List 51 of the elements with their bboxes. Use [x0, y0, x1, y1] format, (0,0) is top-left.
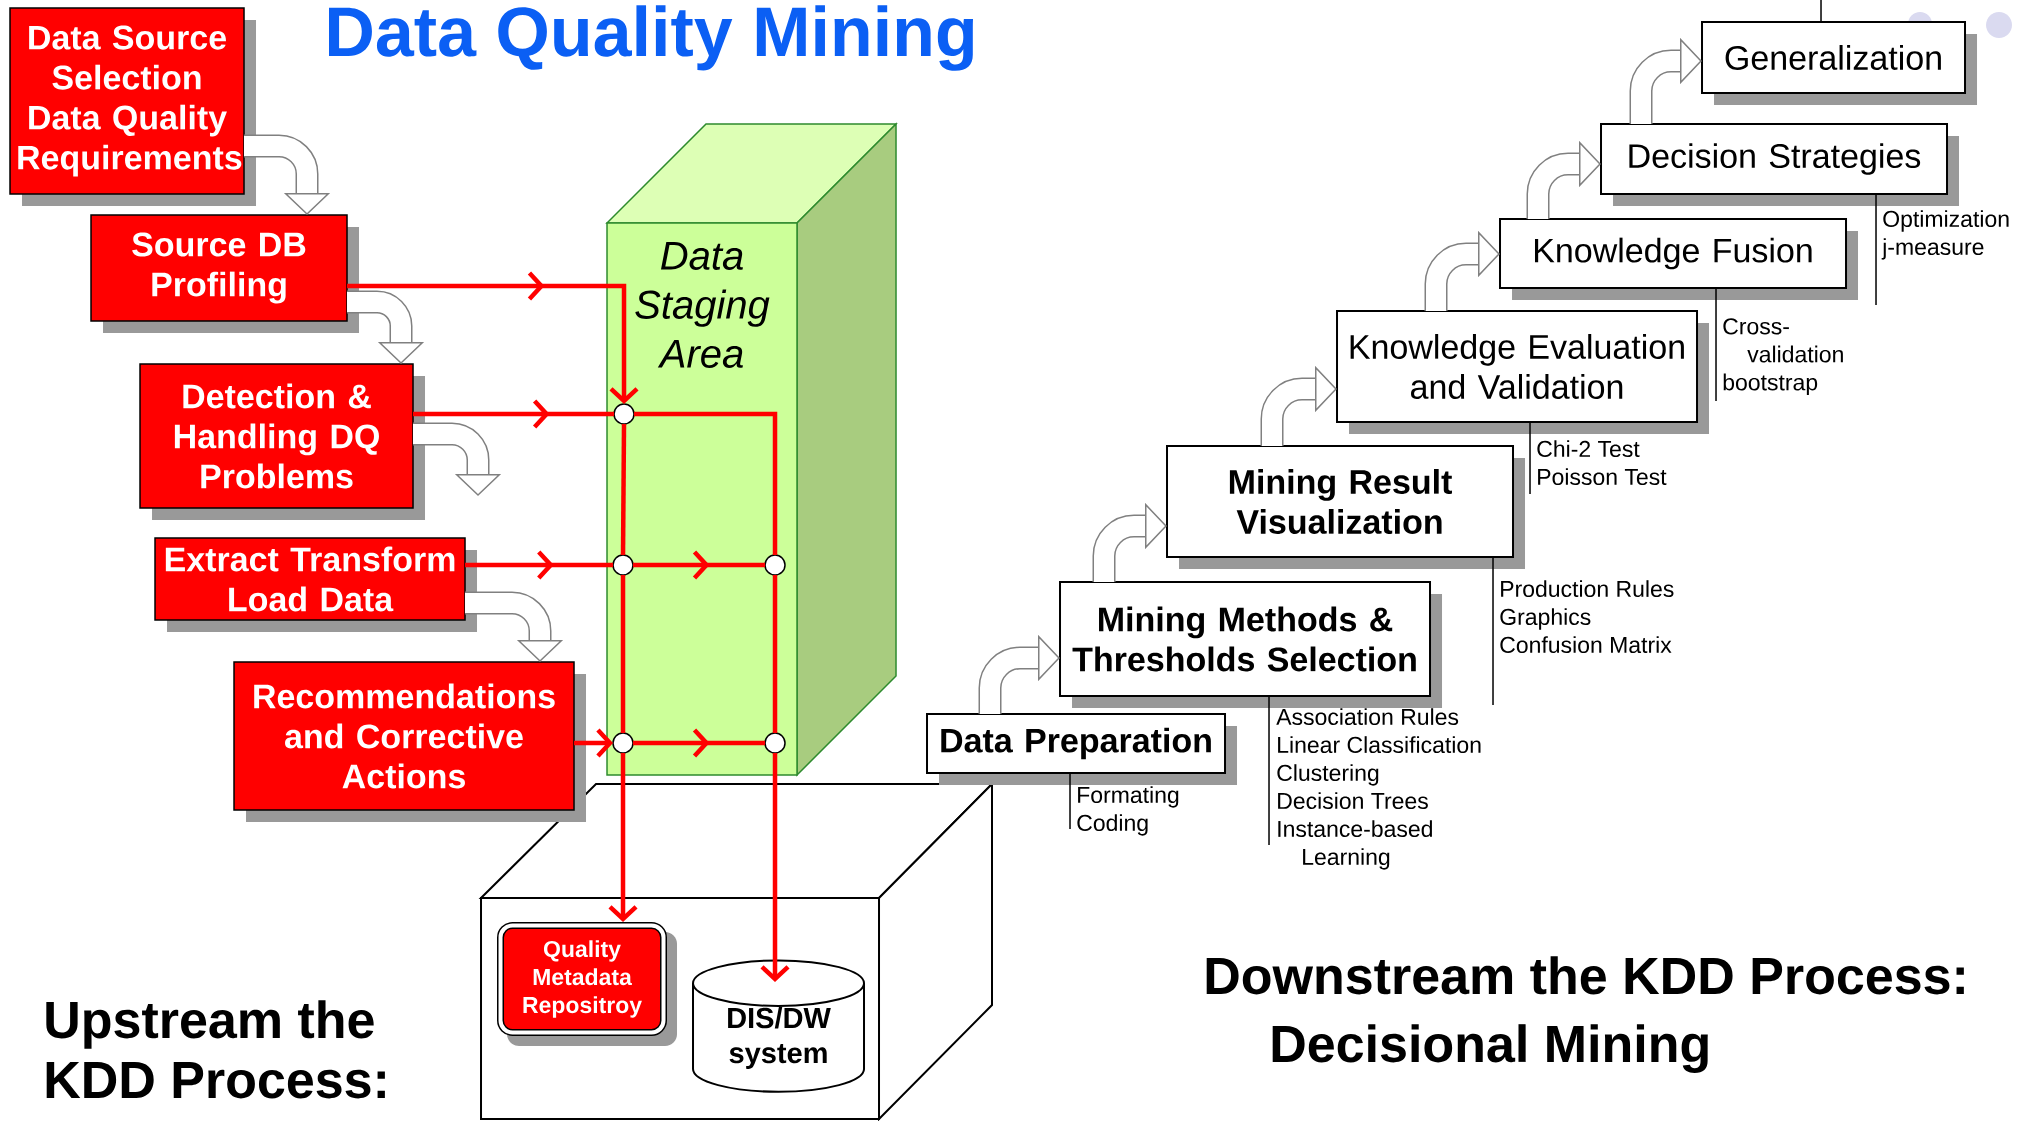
- process-box: Data Source Selection Data Quality Requirements: [9, 7, 256, 206]
- flow-arrow: [347, 271, 639, 404]
- heading-text: Downstream the KDD Process: Decisional Mining: [1206, 956, 1964, 1073]
- flow-arrow: [608, 753, 638, 922]
- curved-arrow: [244, 134, 331, 215]
- step-box: Knowledge Fusion: [1499, 218, 1858, 300]
- curved-arrow: [413, 422, 502, 496]
- flow-line: [634, 411, 778, 555]
- step-box: Data Preparation: [926, 713, 1237, 785]
- junction-circle: [612, 732, 634, 754]
- flow-line: [772, 575, 778, 733]
- junction-circle: [764, 732, 786, 754]
- note-list: Cross-validation bootstrap: [1723, 318, 1843, 395]
- note-list: Optimization j-measure: [1881, 210, 2009, 260]
- junction-circle: [613, 403, 635, 425]
- curved-arrow: [465, 591, 564, 662]
- connector-line: [1820, 0, 1822, 23]
- node-label: Instance-based Learning: [1278, 820, 1432, 870]
- curved-arrow: [1260, 365, 1337, 446]
- junction-circle: [612, 554, 634, 576]
- node-label: Association Rules: [1276, 708, 1459, 726]
- flow-line: [620, 424, 627, 556]
- curved-arrow: [347, 290, 425, 364]
- database-cylinder: DIS/DW system: [692, 959, 865, 1093]
- node-label: Decision Trees: [1278, 792, 1428, 810]
- curved-arrow: [1629, 37, 1702, 124]
- repository-box: Quality Metadata Repositroy: [497, 922, 677, 1046]
- junction-circle: [764, 554, 786, 576]
- curved-arrow: [1092, 502, 1167, 582]
- step-box: Generalization: [1701, 21, 1977, 105]
- curved-arrow: [1526, 140, 1601, 219]
- note-list: Formating Coding: [1077, 786, 1179, 836]
- curved-arrow: [1424, 230, 1500, 311]
- note-list: Association Rules Linear Classification Clustering Decision Trees Instance-based Learning: [1276, 708, 1481, 870]
- note-list: Chi-2 Test Poisson Test: [1537, 440, 1667, 486]
- note-list: Production Rules Graphics Confusion Matrix: [1500, 580, 1674, 654]
- flow-line: [620, 575, 626, 733]
- process-box: Recommendations and Corrective Actions: [233, 661, 586, 822]
- step-box: Decision Strategies: [1600, 123, 1959, 206]
- heading-text: Upstream the KDD Process:: [46, 1000, 385, 1099]
- curved-arrow: [978, 634, 1060, 714]
- flow-arrow: [760, 753, 790, 982]
- step-box: Knowledge Evaluation and Validation: [1336, 310, 1709, 434]
- step-box: Mining Result Visualization: [1166, 445, 1525, 569]
- node-label: Linear Classification: [1278, 736, 1481, 754]
- node-label: Clustering: [1277, 764, 1379, 786]
- step-box: Mining Methods & Thresholds Selection: [1059, 581, 1442, 708]
- process-box: Source DB Profiling: [90, 214, 359, 333]
- process-box: Detection & Handling DQ Problems: [139, 363, 425, 520]
- process-box: Extract Transform Load Data: [154, 537, 477, 632]
- title: Data Quality Mining: [329, 5, 973, 71]
